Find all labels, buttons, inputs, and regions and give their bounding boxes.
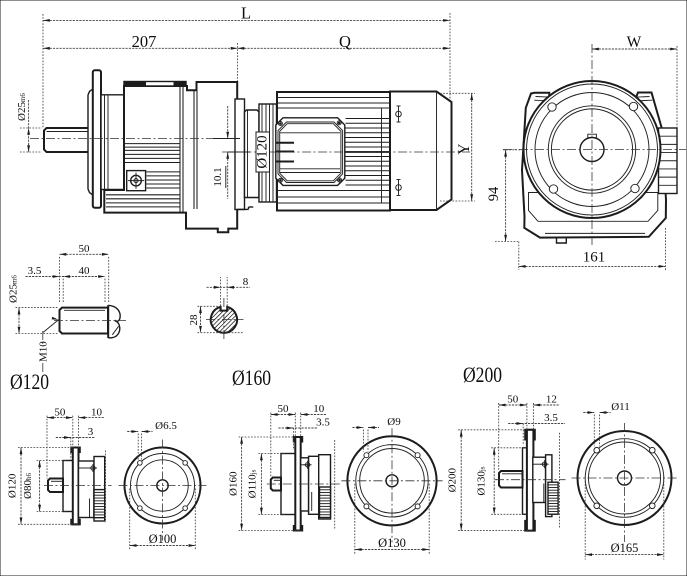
svg-text:50: 50 (507, 394, 519, 406)
svg-text:3.5: 3.5 (28, 265, 42, 277)
svg-text:Ø25m6: Ø25m6 (16, 93, 28, 121)
svg-text:50: 50 (278, 403, 290, 415)
svg-text:Ø80h6: Ø80h6 (22, 473, 34, 499)
svg-text:Ø120: Ø120 (7, 473, 19, 498)
svg-text:Ø160: Ø160 (232, 365, 271, 390)
svg-text:10: 10 (91, 406, 103, 418)
svg-text:3.5: 3.5 (316, 417, 330, 429)
svg-text:Ø11: Ø11 (611, 401, 630, 413)
svg-text:50: 50 (79, 243, 91, 255)
svg-text:Y: Y (456, 143, 473, 154)
svg-text:Ø120: Ø120 (255, 135, 271, 168)
svg-text:94: 94 (486, 186, 502, 201)
svg-text:28: 28 (188, 314, 200, 326)
svg-text:W: W (627, 34, 642, 51)
svg-text:12: 12 (546, 394, 557, 406)
svg-text:Ø9: Ø9 (387, 416, 401, 428)
svg-text:8: 8 (243, 276, 249, 288)
svg-text:M10: M10 (38, 341, 50, 362)
svg-text:10.1: 10.1 (212, 167, 224, 186)
svg-text:Ø6.5: Ø6.5 (155, 420, 177, 432)
svg-text:Ø100: Ø100 (149, 532, 177, 546)
svg-text:3.5: 3.5 (544, 412, 558, 424)
svg-text:3: 3 (88, 426, 94, 438)
svg-text:40: 40 (79, 265, 91, 277)
svg-text:Ø200: Ø200 (463, 362, 502, 387)
svg-text:207: 207 (132, 32, 157, 51)
svg-text:Ø120: Ø120 (10, 369, 49, 394)
svg-text:Ø130: Ø130 (378, 536, 406, 550)
svg-text:Q: Q (339, 32, 351, 51)
svg-text:Ø130js: Ø130js (476, 466, 488, 495)
svg-text:L: L (241, 4, 251, 23)
svg-text:Ø110js: Ø110js (247, 469, 259, 498)
svg-text:Ø165: Ø165 (611, 541, 639, 555)
svg-text:Ø160: Ø160 (228, 471, 240, 496)
svg-text:Ø25m6: Ø25m6 (8, 275, 20, 303)
svg-text:161: 161 (583, 250, 606, 266)
svg-text:10: 10 (313, 403, 325, 415)
svg-text:Ø200: Ø200 (447, 467, 459, 492)
svg-text:50: 50 (54, 406, 66, 418)
